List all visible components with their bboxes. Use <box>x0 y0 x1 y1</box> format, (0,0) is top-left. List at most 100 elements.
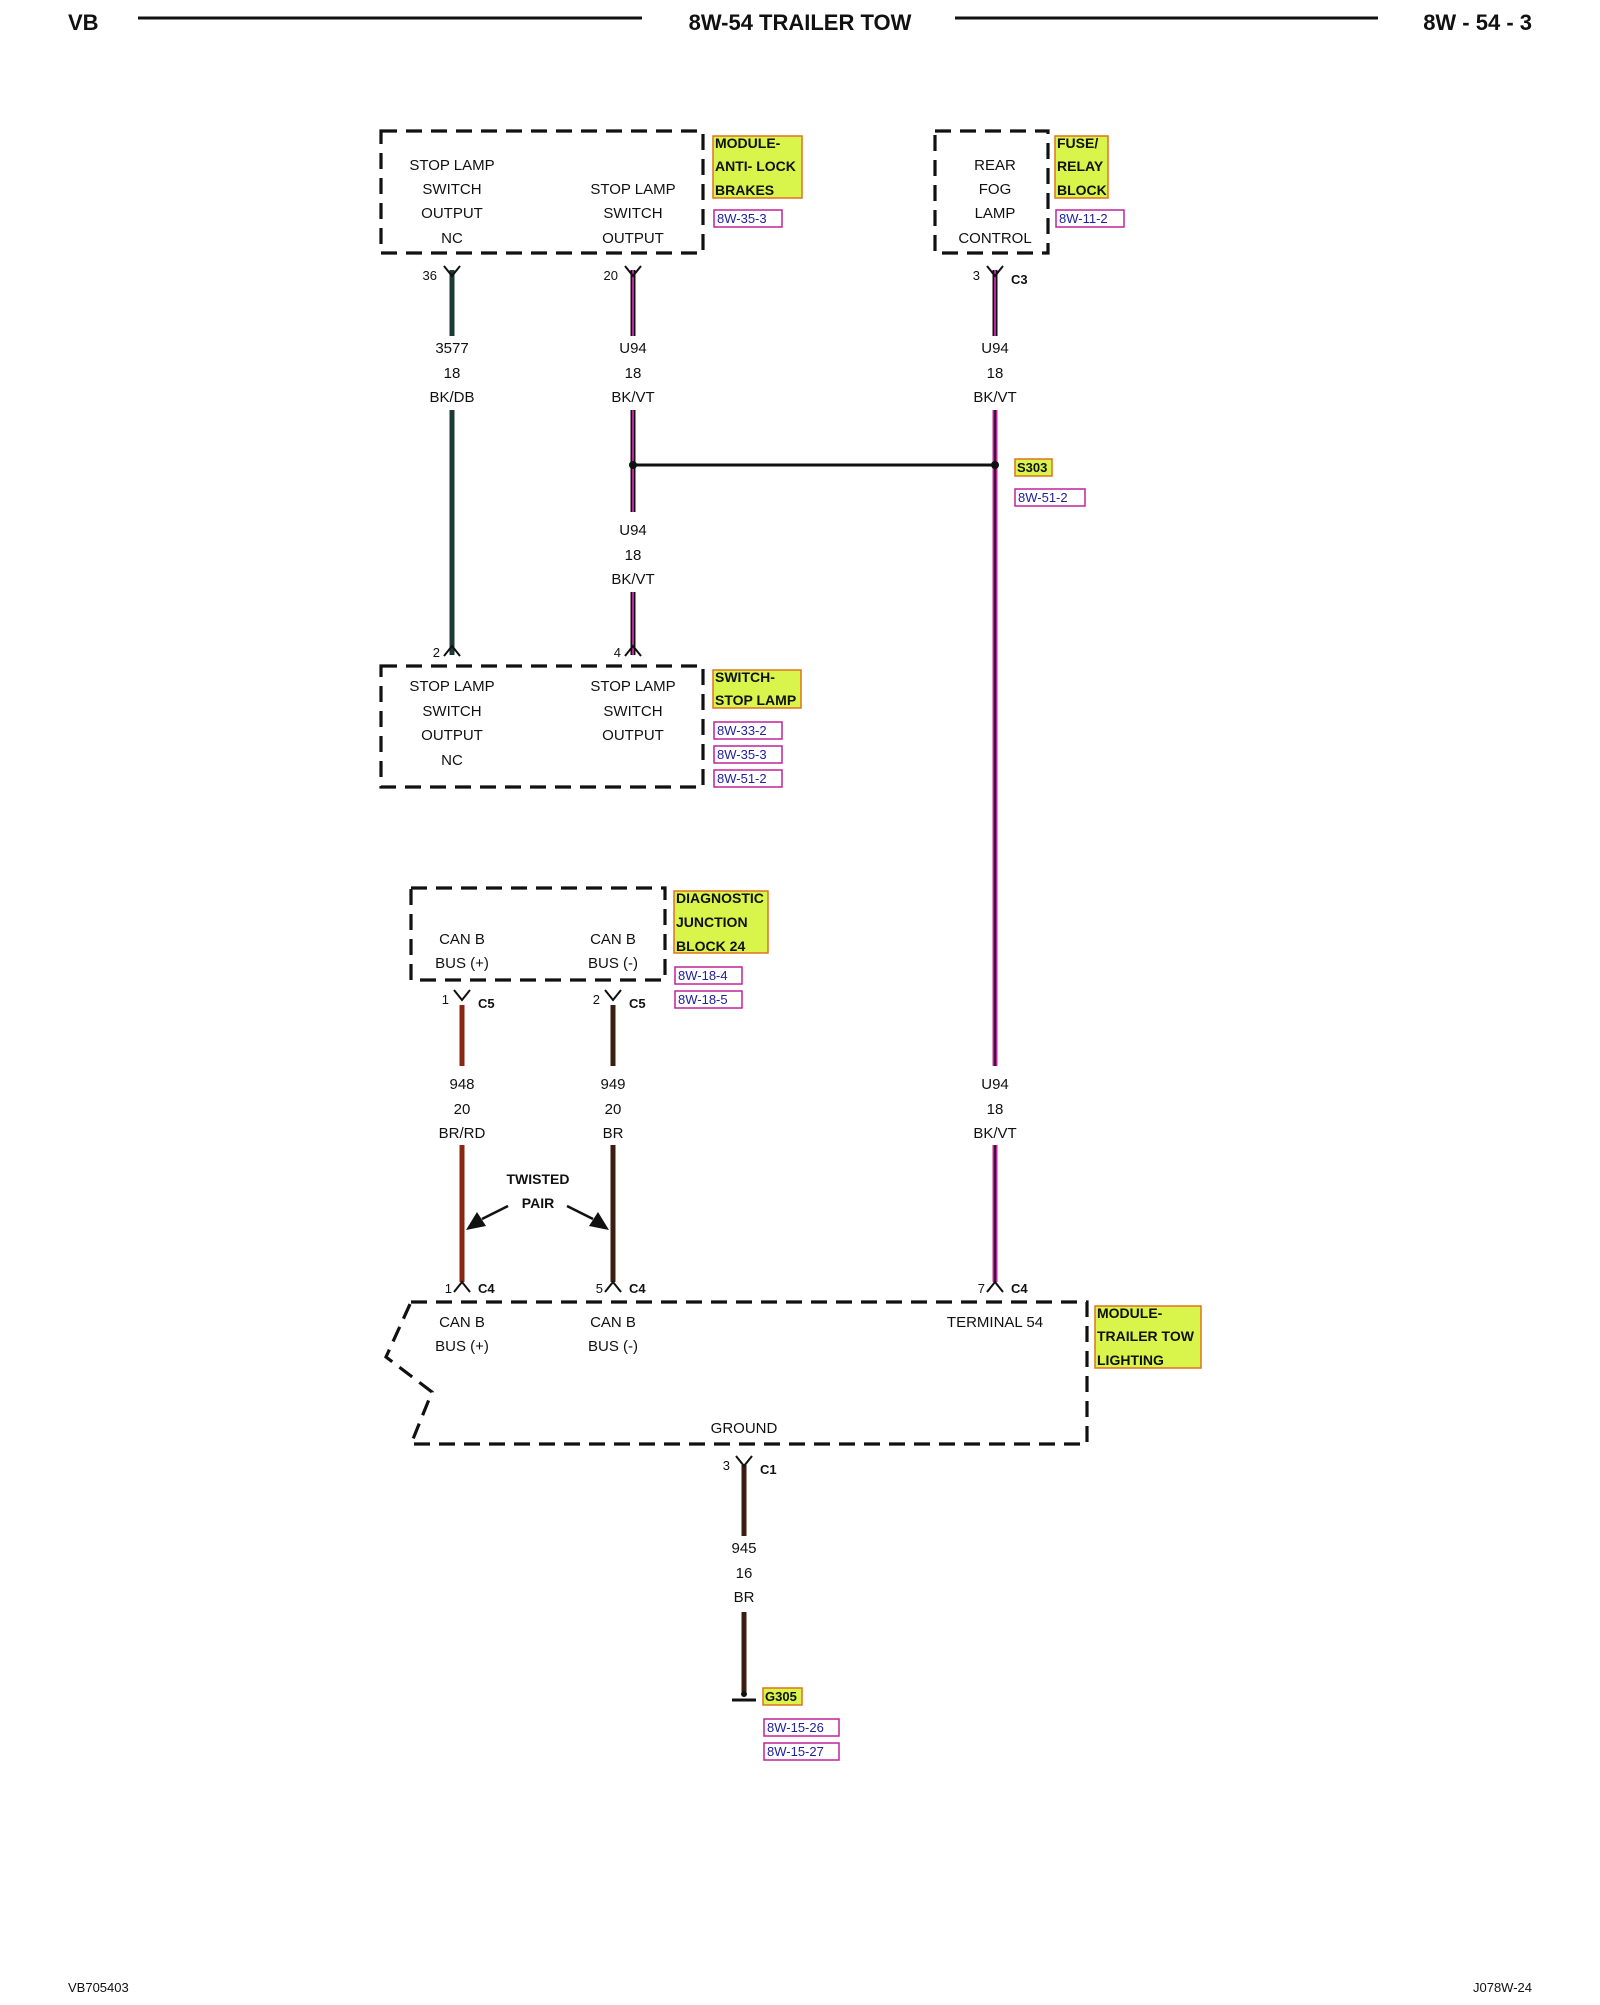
connector-switch-4 <box>624 644 642 657</box>
svg-text:LIGHTING: LIGHTING <box>1097 1352 1164 1368</box>
djb-ref-link-1[interactable]: 8W-18-4 <box>678 968 728 983</box>
svg-text:LAMP: LAMP <box>975 205 1016 222</box>
fuse-ref-link[interactable]: 8W-11-2 <box>1059 211 1108 226</box>
svg-text:CAN B: CAN B <box>439 1314 485 1331</box>
trailer-module-box <box>384 1300 1089 1446</box>
svg-text:SWITCH-: SWITCH- <box>715 669 775 685</box>
svg-text:BR: BR <box>734 1589 755 1606</box>
abs-module-box <box>379 129 705 255</box>
svg-text:JUNCTION: JUNCTION <box>676 914 748 930</box>
footer-right: J078W-24 <box>1473 1980 1532 1995</box>
svg-text:OUTPUT: OUTPUT <box>421 727 483 744</box>
svg-text:PAIR: PAIR <box>522 1195 554 1211</box>
twisted-pair-arrowhead-right <box>589 1212 609 1230</box>
djb-name-highlight <box>673 890 769 954</box>
svg-text:U94: U94 <box>981 1076 1009 1093</box>
switch-name-highlight <box>712 669 802 709</box>
fuse-block-box <box>933 129 1050 255</box>
svg-text:C3: C3 <box>1011 272 1028 287</box>
svg-text:949: 949 <box>600 1076 625 1093</box>
svg-text:DIAGNOSTIC: DIAGNOSTIC <box>676 890 764 906</box>
svg-text:TERMINAL 54: TERMINAL 54 <box>947 1314 1043 1331</box>
ground-g305: G305 8W-15-26 8W-15-27 <box>732 1687 840 1761</box>
abs-ref-link[interactable]: 8W-35-3 <box>717 211 767 226</box>
switch-box <box>379 664 705 789</box>
abs-name-line2: ANTI- LOCK <box>715 158 796 174</box>
switch-ref-link-3[interactable]: 8W-51-2 <box>717 771 767 786</box>
twisted-pair-arrow-left <box>481 1204 509 1221</box>
ground-name-highlight <box>762 1687 803 1706</box>
svg-text:18: 18 <box>444 365 461 382</box>
switch-ref-box-1[interactable] <box>713 721 783 740</box>
svg-text:C5: C5 <box>478 996 495 1011</box>
switch-ref-box-2[interactable] <box>713 745 783 764</box>
connector-tm-1 <box>453 1280 471 1293</box>
splice-dot-right <box>991 461 999 469</box>
svg-text:SWITCH: SWITCH <box>603 205 662 222</box>
svg-text:BLOCK: BLOCK <box>1057 182 1107 198</box>
svg-text:BUS (+): BUS (+) <box>435 955 489 972</box>
twisted-pair-arrowhead-left <box>466 1212 486 1230</box>
component-fuse-relay-block: REAR FOG LAMP CONTROL FUSE/ RELAY BLOCK … <box>933 129 1125 255</box>
svg-text:U94: U94 <box>619 522 647 539</box>
svg-text:3: 3 <box>973 268 980 283</box>
svg-text:20: 20 <box>454 1101 471 1118</box>
trailer-module-name-highlight <box>1094 1305 1202 1369</box>
switch-ref-link-1[interactable]: 8W-33-2 <box>717 723 767 738</box>
abs-ref-box[interactable] <box>713 209 783 228</box>
svg-text:18: 18 <box>625 547 642 564</box>
djb-ref-box-1[interactable] <box>674 966 743 985</box>
svg-text:BK/VT: BK/VT <box>611 571 654 588</box>
component-abs-module: STOP LAMP SWITCH OUTPUT NC STOP LAMP SWI… <box>379 129 803 255</box>
svg-text:1: 1 <box>442 992 449 1007</box>
header-right: 8W - 54 - 3 <box>1423 10 1532 35</box>
splice-ref-link[interactable]: 8W-51-2 <box>1018 490 1068 505</box>
ground-ref-box-2[interactable] <box>763 1742 840 1761</box>
svg-text:C5: C5 <box>629 996 646 1011</box>
connector-tm-7 <box>986 1280 1004 1293</box>
djb-ref-box-2[interactable] <box>674 990 743 1009</box>
abs-pin20-label: STOP LAMP SWITCH OUTPUT <box>590 181 675 247</box>
svg-text:C1: C1 <box>760 1462 777 1477</box>
svg-text:STOP LAMP: STOP LAMP <box>590 678 675 695</box>
svg-text:20: 20 <box>605 1101 622 1118</box>
wire-label-3577: 3577 18 BK/DB <box>429 340 474 406</box>
splice-ref-box[interactable] <box>1014 488 1086 507</box>
svg-text:RELAY: RELAY <box>1057 158 1104 174</box>
ground-ref-box-1[interactable] <box>763 1718 840 1737</box>
svg-text:16: 16 <box>736 1565 753 1582</box>
djb-ref-link-2[interactable]: 8W-18-5 <box>678 992 728 1007</box>
switch-ref-link-2[interactable]: 8W-35-3 <box>717 747 767 762</box>
svg-text:SWITCH: SWITCH <box>422 181 481 198</box>
svg-text:STOP LAMP: STOP LAMP <box>409 157 494 174</box>
connector-djb-2 <box>604 989 622 1002</box>
wire-label-u94-switch: U94 18 BK/VT <box>611 522 654 588</box>
twisted-pair-arrow-right <box>566 1204 594 1221</box>
svg-text:18: 18 <box>625 365 642 382</box>
svg-text:U94: U94 <box>981 340 1009 357</box>
ground-name: G305 <box>765 1689 797 1704</box>
svg-text:20: 20 <box>604 268 618 283</box>
ground-ref-link-2[interactable]: 8W-15-27 <box>767 1744 824 1759</box>
component-diagnostic-junction-block: CAN B BUS (+) CAN B BUS (-) DIAGNOSTIC J… <box>409 886 769 1009</box>
page-title: 8W-54 TRAILER TOW <box>689 10 912 35</box>
svg-text:2: 2 <box>593 992 600 1007</box>
fuse-ref-box[interactable] <box>1055 209 1125 228</box>
svg-text:4: 4 <box>614 645 621 660</box>
page-footer: VB705403 J078W-24 <box>68 1980 1532 1995</box>
splice-name-highlight <box>1014 458 1053 477</box>
svg-text:BK/VT: BK/VT <box>973 1125 1016 1142</box>
svg-text:NC: NC <box>441 230 463 247</box>
svg-text:1: 1 <box>445 1281 452 1296</box>
header-left: VB <box>68 10 99 35</box>
svg-text:2: 2 <box>433 645 440 660</box>
djb-box <box>409 886 667 982</box>
abs-name-line1: MODULE- <box>715 135 781 151</box>
switch-ref-box-3[interactable] <box>713 769 783 788</box>
wire-label-u94-abs: U94 18 BK/VT <box>611 340 654 406</box>
wire-label-u94-fuse: U94 18 BK/VT <box>973 340 1016 406</box>
svg-text:CAN B: CAN B <box>590 1314 636 1331</box>
svg-text:CAN B: CAN B <box>439 931 485 948</box>
ground-ref-link-1[interactable]: 8W-15-26 <box>767 1720 824 1735</box>
abs-name-line3: BRAKES <box>715 182 774 198</box>
